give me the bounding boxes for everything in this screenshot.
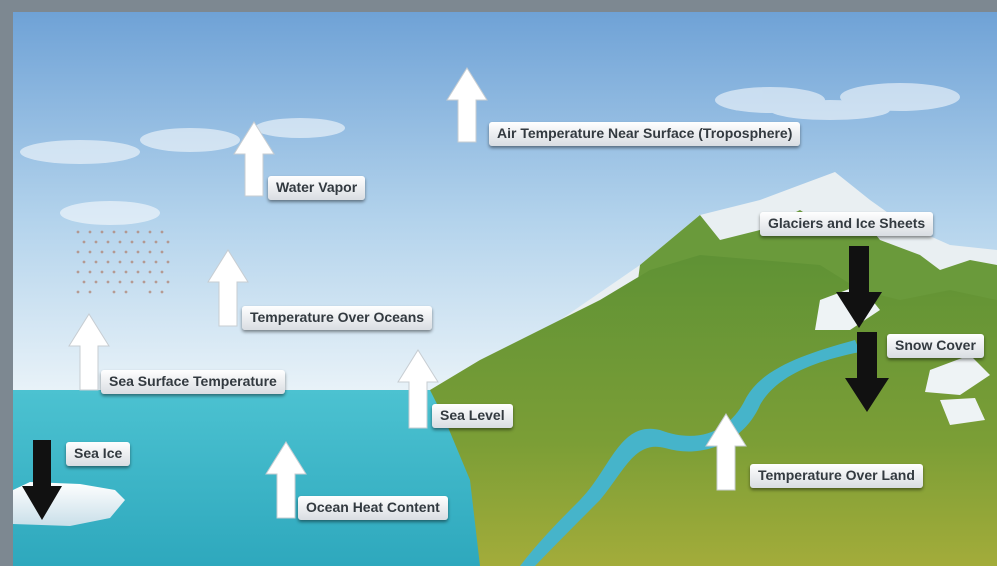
vapor-dot: [112, 230, 116, 234]
indicator-label: Sea Surface Temperature: [101, 370, 285, 394]
vapor-dot: [76, 270, 80, 274]
vapor-dot: [160, 230, 164, 234]
vapor-dot: [106, 260, 110, 264]
vapor-dot: [166, 280, 170, 284]
vapor-dot: [124, 250, 128, 254]
vapor-dot: [118, 240, 122, 244]
indicator-label: Water Vapor: [268, 176, 366, 200]
vapor-dot: [82, 240, 86, 244]
vapor-dot: [136, 250, 140, 254]
vapor-dot: [76, 250, 80, 254]
up-arrow-icon: [265, 441, 307, 519]
clouds: [20, 83, 960, 225]
vapor-dot: [88, 250, 92, 254]
vapor-dot: [112, 250, 116, 254]
vapor-dot: [112, 270, 116, 274]
vapor-dot: [106, 280, 110, 284]
vapor-dot: [142, 260, 146, 264]
vapor-dot: [88, 230, 92, 234]
vapor-dot: [118, 280, 122, 284]
vapor-dot: [154, 240, 158, 244]
land: [430, 255, 997, 566]
indicator-label: Sea Level: [432, 404, 513, 428]
vapor-dot: [130, 240, 134, 244]
river: [520, 340, 860, 566]
indicator-label: Sea Ice: [66, 442, 131, 466]
indicator-label: Air Temperature Near Surface (Tropospher…: [489, 122, 801, 146]
vapor-dot: [160, 250, 164, 254]
vapor-dot: [148, 270, 152, 274]
up-arrow-icon: [68, 313, 110, 391]
down-arrow-icon: [22, 440, 62, 520]
vapor-dot: [136, 230, 140, 234]
vapor-dot: [142, 280, 146, 284]
vapor-dot: [148, 290, 152, 294]
vapor-dot: [100, 250, 104, 254]
vapor-dot: [166, 240, 170, 244]
vapor-dot: [166, 260, 170, 264]
up-arrow-icon: [233, 121, 275, 197]
vapor-dot: [154, 280, 158, 284]
vapor-dot: [136, 270, 140, 274]
vapor-dot: [148, 250, 152, 254]
vapor-dot: [160, 270, 164, 274]
vapor-dot: [82, 280, 86, 284]
indicator-label: Ocean Heat Content: [298, 496, 448, 520]
down-arrow-icon: [845, 332, 889, 412]
vapor-dot: [154, 260, 158, 264]
vapor-dot: [130, 280, 134, 284]
vapor-dot: [100, 230, 104, 234]
vapor-dot: [106, 240, 110, 244]
indicator-label: Temperature Over Oceans: [242, 306, 433, 330]
indicator-label: Snow Cover: [887, 334, 984, 358]
vapor-dots: [76, 230, 170, 294]
up-arrow-icon: [207, 249, 249, 327]
vapor-dot: [88, 290, 92, 294]
vapor-dot: [76, 290, 80, 294]
indicator-label: Glaciers and Ice Sheets: [760, 212, 934, 236]
vapor-dot: [124, 270, 128, 274]
vapor-dot: [112, 290, 116, 294]
vapor-dot: [142, 240, 146, 244]
vapor-dot: [130, 260, 134, 264]
down-arrow-icon: [836, 246, 882, 328]
vapor-dot: [124, 230, 128, 234]
vapor-dot: [94, 240, 98, 244]
indicator-label: Temperature Over Land: [750, 464, 923, 488]
vapor-dot: [160, 290, 164, 294]
vapor-dot: [82, 260, 86, 264]
vapor-dot: [76, 230, 80, 234]
vapor-dot: [88, 270, 92, 274]
up-arrow-icon: [705, 413, 747, 491]
vapor-dot: [94, 260, 98, 264]
vapor-dot: [148, 230, 152, 234]
vapor-dot: [100, 270, 104, 274]
vapor-dot: [124, 290, 128, 294]
vapor-dot: [118, 260, 122, 264]
up-arrow-icon: [397, 349, 439, 429]
vapor-dot: [94, 280, 98, 284]
up-arrow-icon: [446, 67, 488, 143]
